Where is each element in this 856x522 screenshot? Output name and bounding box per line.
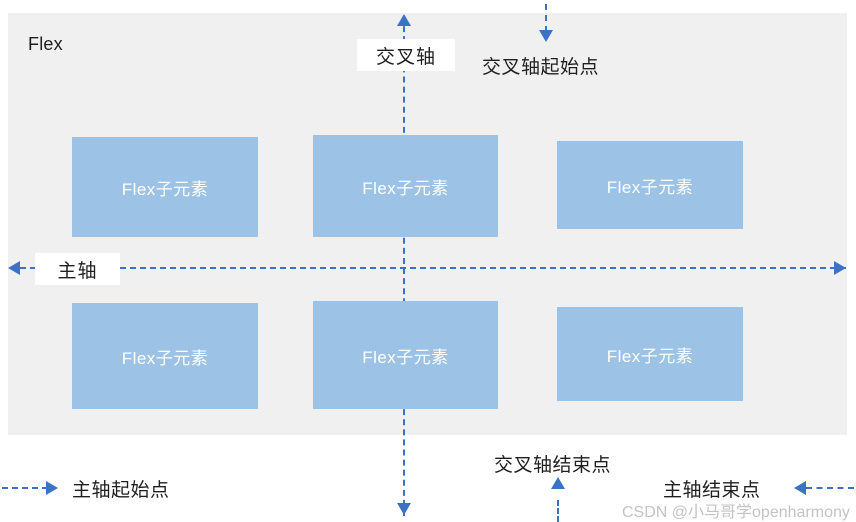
flex-item: Flex子元素 bbox=[72, 137, 258, 237]
main-axis-end-arrow-icon bbox=[794, 481, 806, 495]
cross-axis-end-leader-line bbox=[557, 500, 559, 522]
main-axis-start-leader-line bbox=[2, 487, 48, 489]
main-axis-start-arrow-icon bbox=[46, 481, 58, 495]
cross-axis-start-arrow-icon bbox=[539, 30, 553, 42]
flex-item: Flex子元素 bbox=[313, 301, 498, 409]
main-axis-end-label: 主轴结束点 bbox=[663, 480, 761, 501]
main-axis-right-arrow-icon bbox=[834, 261, 846, 275]
flex-item: Flex子元素 bbox=[72, 303, 258, 409]
cross-axis-start-label: 交叉轴起始点 bbox=[482, 57, 600, 78]
main-axis-start-label: 主轴起始点 bbox=[72, 480, 170, 501]
main-axis-end-leader-line bbox=[806, 487, 854, 489]
cross-axis-label: 交叉轴 bbox=[357, 39, 455, 71]
flex-item: Flex子元素 bbox=[557, 141, 743, 229]
watermark: CSDN @小马哥学openharmony bbox=[622, 504, 850, 521]
main-axis-left-arrow-icon bbox=[8, 261, 20, 275]
cross-axis-line bbox=[403, 16, 405, 516]
cross-axis-end-arrow-icon bbox=[551, 477, 565, 489]
cross-axis-end-label: 交叉轴结束点 bbox=[494, 455, 612, 476]
cross-axis-down-arrow-icon bbox=[397, 503, 411, 515]
flex-item: Flex子元素 bbox=[313, 135, 498, 237]
flex-item: Flex子元素 bbox=[557, 307, 743, 401]
flex-container-title: Flex bbox=[28, 34, 63, 54]
main-axis-line bbox=[10, 267, 846, 269]
main-axis-label: 主轴 bbox=[35, 253, 120, 285]
cross-axis-up-arrow-icon bbox=[397, 14, 411, 26]
cross-axis-start-leader-line bbox=[545, 4, 547, 32]
